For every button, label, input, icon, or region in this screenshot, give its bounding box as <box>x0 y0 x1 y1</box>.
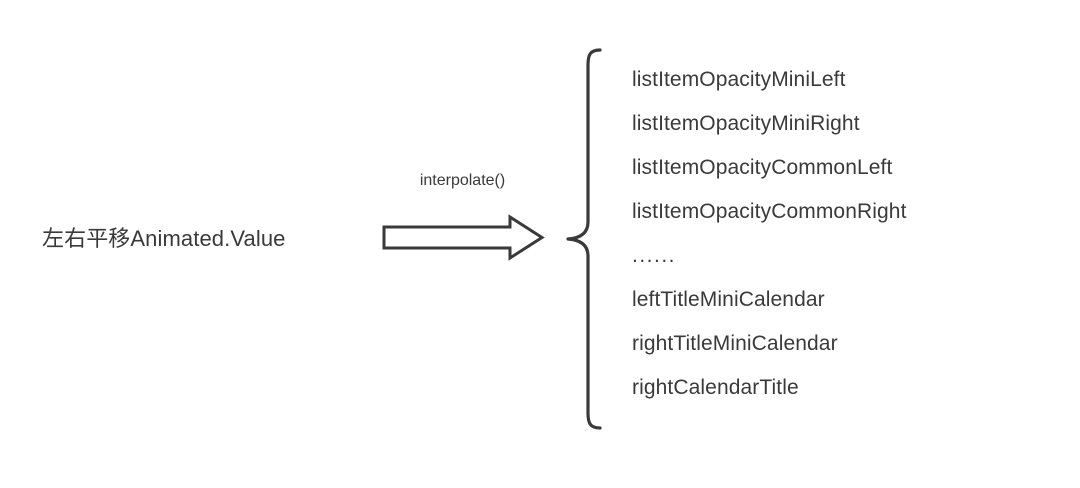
interpolate-arrow-group: interpolate() <box>380 170 552 262</box>
list-item: rightTitleMiniCalendar <box>632 332 838 355</box>
curly-brace-left-icon <box>560 48 612 432</box>
list-item: listItemOpacityCommonRight <box>632 200 907 223</box>
list-item: leftTitleMiniCalendar <box>632 288 825 311</box>
list-item: listItemOpacityMiniRight <box>632 112 860 135</box>
list-item: listItemOpacityMiniLeft <box>632 68 846 91</box>
list-item: rightCalendarTitle <box>632 376 799 399</box>
list-item: listItemOpacityCommonLeft <box>632 156 893 179</box>
source-node-label: 左右平移Animated.Value <box>42 226 286 251</box>
arrow-caption-label: interpolate() <box>419 172 506 189</box>
target-list: listItemOpacityMiniLeft listItemOpacityM… <box>632 58 1032 410</box>
list-item-ellipsis: ...... <box>632 244 677 267</box>
block-arrow-right-icon <box>380 214 552 262</box>
